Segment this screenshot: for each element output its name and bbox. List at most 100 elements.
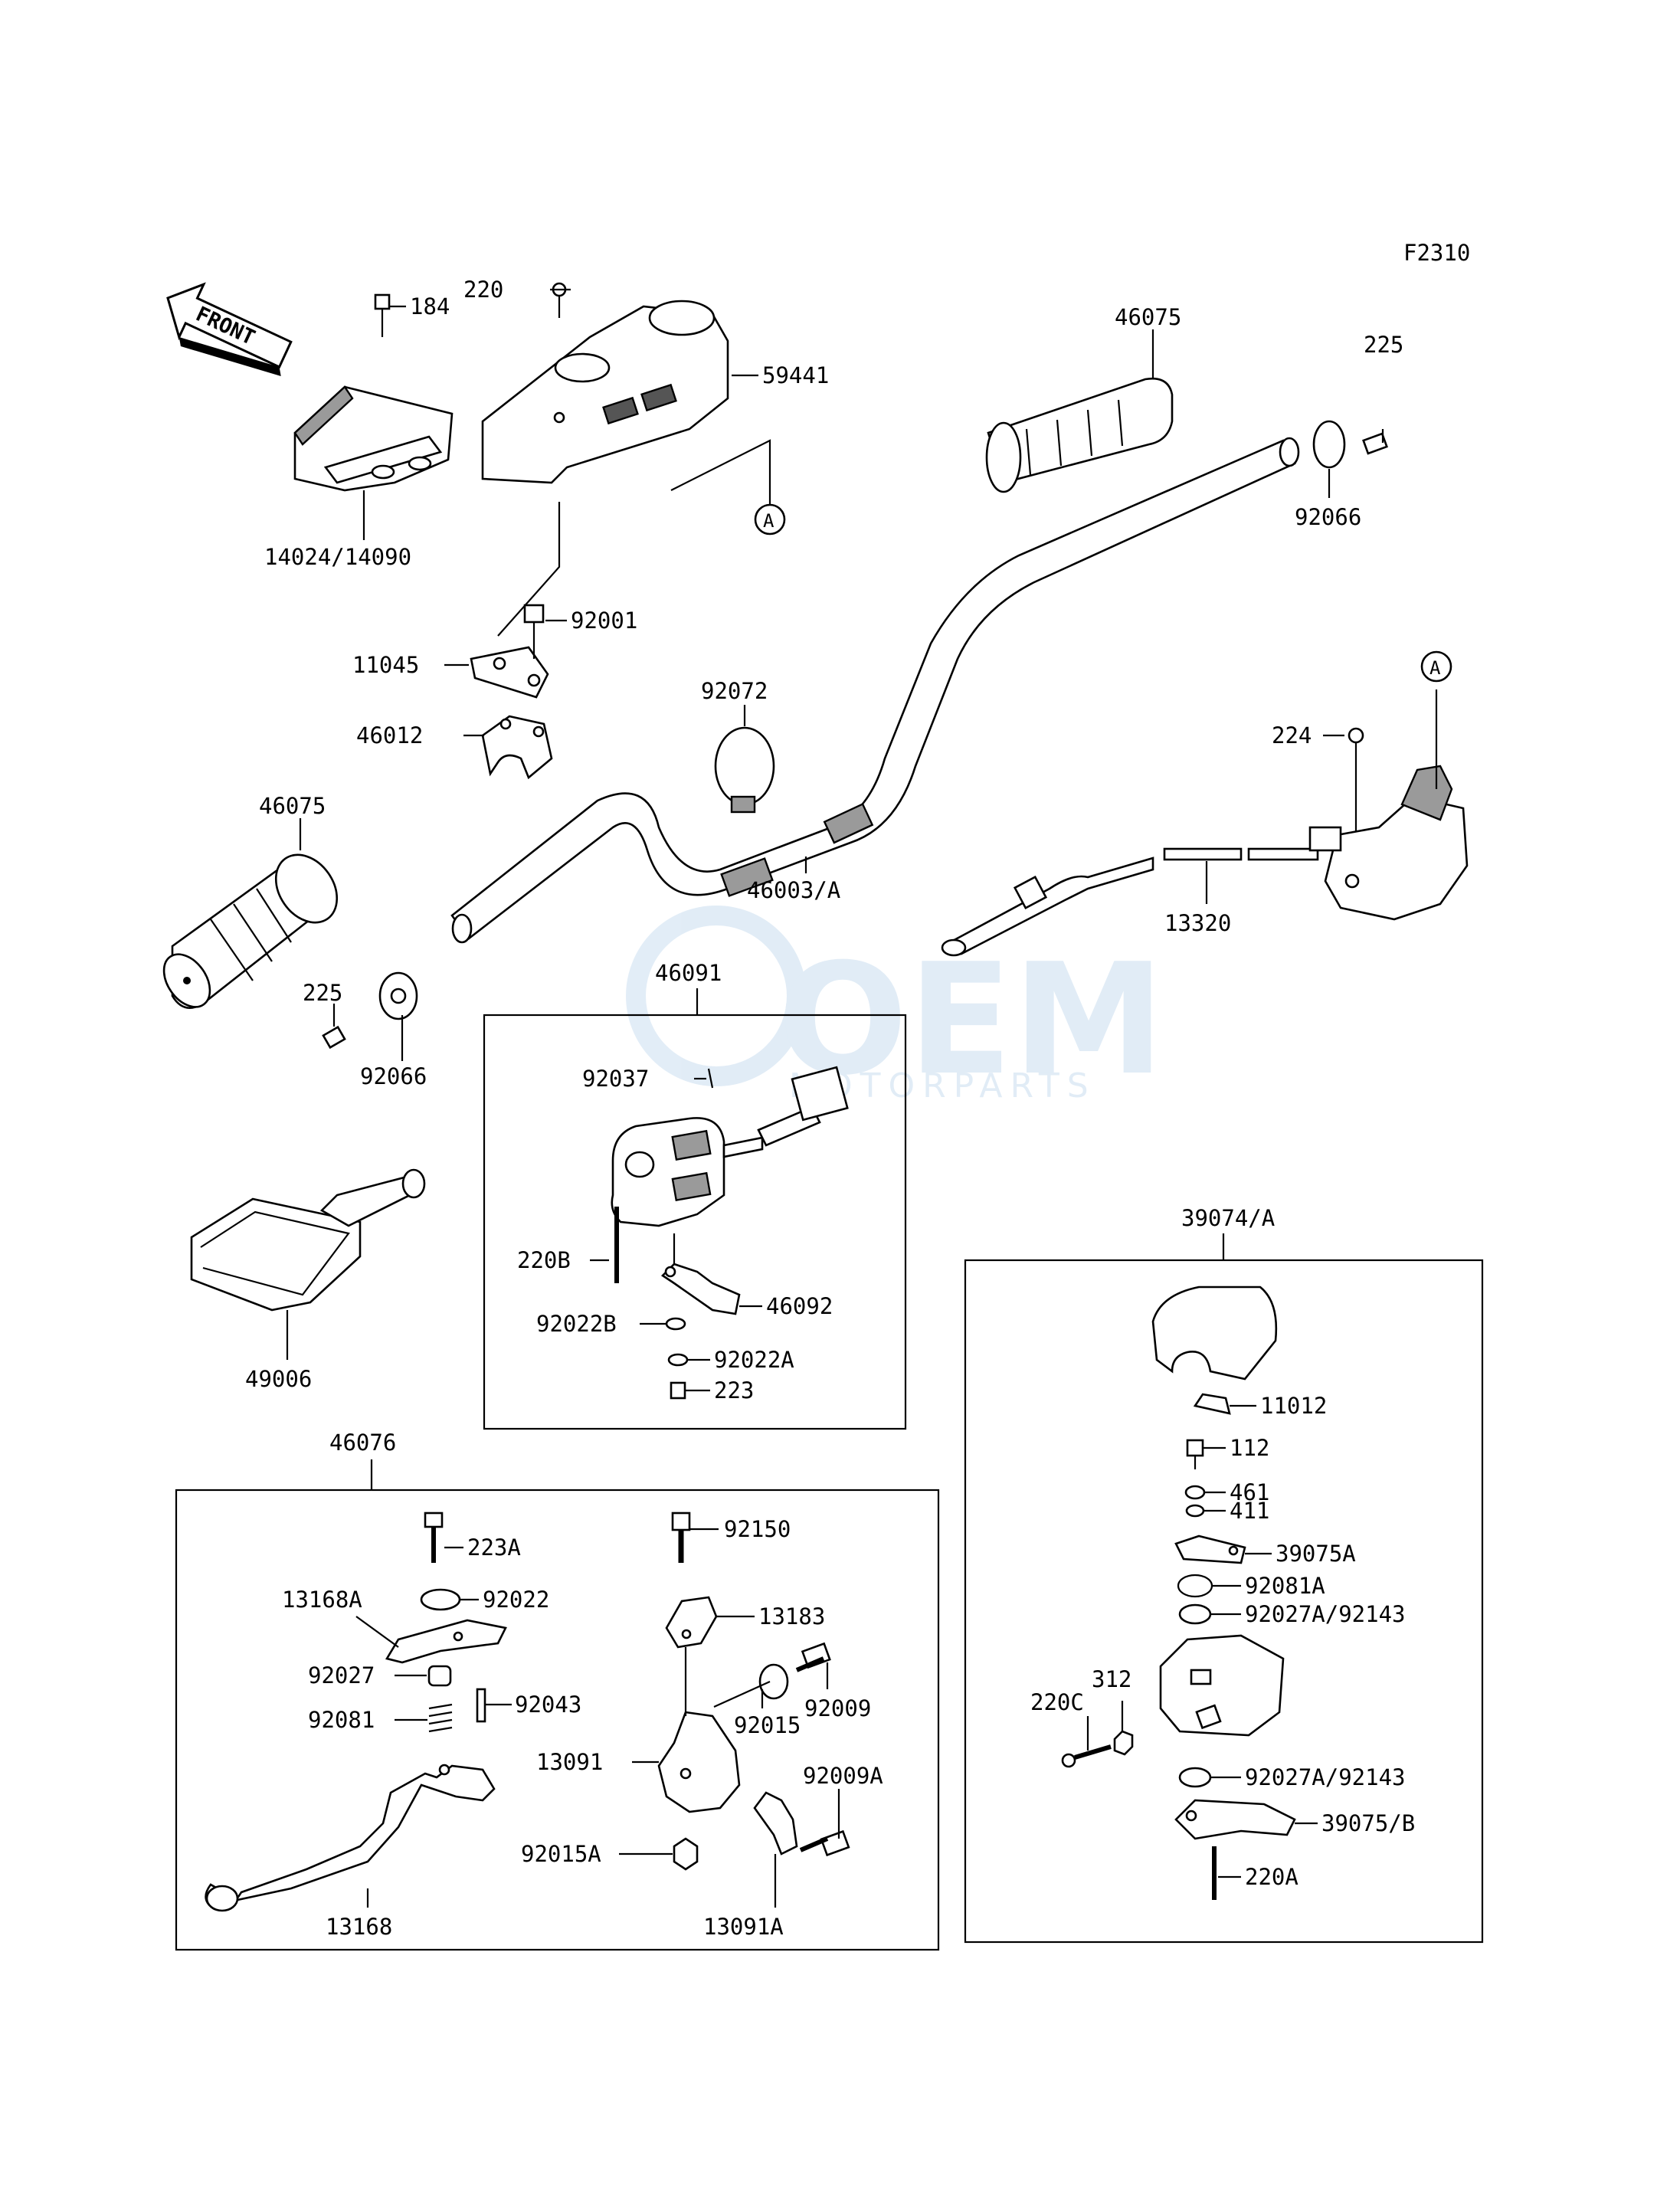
- label-11012: 11012: [1260, 1393, 1327, 1419]
- label-13183: 13183: [758, 1603, 825, 1629]
- label-39074: 39074/A: [1181, 1205, 1275, 1231]
- plate-39075A: [1174, 1534, 1246, 1564]
- label-92009A: 92009A: [803, 1763, 883, 1789]
- bolt-92009A: [799, 1829, 850, 1857]
- label-92072: 92072: [701, 678, 768, 704]
- label-92022: 92022: [483, 1587, 549, 1613]
- cover-39074: [1151, 1286, 1278, 1381]
- ref-line-a: [670, 439, 771, 519]
- label-92150: 92150: [724, 1516, 791, 1542]
- label-92027: 92027: [308, 1662, 375, 1688]
- bolt-184: [374, 293, 391, 337]
- handguard-49006: [190, 1168, 426, 1312]
- housing-39074: [1159, 1634, 1285, 1737]
- leader-lines: [286, 288, 1438, 1908]
- label-92001: 92001: [571, 608, 637, 634]
- label-411: 411: [1230, 1498, 1269, 1524]
- label-46076: 46076: [329, 1430, 396, 1456]
- nut-312: [1113, 1730, 1134, 1756]
- label-13168: 13168: [326, 1914, 392, 1940]
- label-225-right: 225: [1364, 332, 1403, 358]
- clip-11012: [1193, 1393, 1231, 1415]
- washer-461: [1184, 1485, 1206, 1500]
- ref-marker-a-top: A: [754, 503, 786, 536]
- endcap-92066-right: [1312, 420, 1346, 469]
- label-92022B: 92022B: [536, 1311, 617, 1337]
- label-59441: 59441: [762, 362, 829, 388]
- nut-92015A: [673, 1837, 699, 1871]
- label-461: 461: [1230, 1479, 1269, 1505]
- label-220: 220: [463, 277, 503, 303]
- label-46075-right: 46075: [1115, 304, 1181, 330]
- label-184: 184: [410, 293, 450, 319]
- label-46003: 46003/A: [747, 877, 840, 903]
- label-92081: 92081: [308, 1707, 375, 1733]
- label-92027A-2: 92027A/92143: [1245, 1764, 1406, 1790]
- label-92015: 92015: [734, 1712, 801, 1738]
- label-92015A: 92015A: [521, 1841, 601, 1867]
- screw-220: [552, 282, 567, 318]
- label-220A: 220A: [1245, 1864, 1298, 1890]
- label-92066-left: 92066: [360, 1063, 427, 1089]
- label-46012: 46012: [356, 722, 423, 748]
- front-arrow-icon: FRONT: [166, 282, 293, 376]
- label-220B: 220B: [517, 1247, 571, 1273]
- washer-411: [1185, 1504, 1205, 1518]
- endcap-92066-left: [378, 971, 418, 1020]
- adjuster-92015: [758, 1663, 789, 1700]
- screw-224: [1348, 727, 1364, 766]
- washer-92022B: [665, 1317, 686, 1331]
- clamp-11045: [470, 646, 549, 699]
- throttle-cable-13320: [941, 847, 1319, 957]
- label-92009: 92009: [804, 1695, 871, 1721]
- label-92066-right: 92066: [1295, 504, 1361, 530]
- label-92027A-1: 92027A/92143: [1245, 1601, 1406, 1627]
- pin-92037: [707, 1068, 714, 1089]
- collar-92027: [427, 1665, 452, 1687]
- bolt-92150: [671, 1512, 691, 1563]
- label-220C: 220C: [1030, 1689, 1084, 1715]
- nut-223: [670, 1381, 686, 1400]
- washer-92027A-2: [1178, 1767, 1212, 1788]
- label-112: 112: [1230, 1435, 1269, 1461]
- spring-92081A: [1177, 1574, 1213, 1598]
- bolt-92009: [795, 1642, 831, 1672]
- washer-92027A-1: [1178, 1603, 1212, 1625]
- svg-text:A: A: [1429, 657, 1441, 679]
- screw-225-left: [322, 1025, 346, 1050]
- screw-220C: [1061, 1744, 1112, 1768]
- bracket-13168A: [385, 1619, 507, 1664]
- label-223A: 223A: [467, 1534, 521, 1561]
- holder-46012: [481, 715, 553, 780]
- box-46091: [483, 1014, 907, 1430]
- ref-line-b: [497, 502, 561, 637]
- label-224: 224: [1272, 722, 1312, 748]
- label-14024: 14024/14090: [264, 544, 411, 570]
- figure-code: F2310: [1403, 240, 1470, 266]
- label-13091A: 13091A: [703, 1914, 784, 1940]
- label-39075B: 39075/B: [1321, 1810, 1415, 1836]
- clamp-13091A: [753, 1791, 798, 1855]
- label-46092: 46092: [766, 1293, 833, 1319]
- handlebar-46003: [450, 437, 1300, 944]
- grip-46075-right: [985, 377, 1174, 493]
- label-13091: 13091: [536, 1749, 603, 1775]
- washer-92022: [420, 1588, 461, 1611]
- label-49006: 49006: [245, 1366, 312, 1392]
- ref-marker-a-right: A: [1420, 650, 1452, 683]
- label-39075A: 39075A: [1276, 1541, 1356, 1567]
- label-92022A: 92022A: [714, 1347, 794, 1373]
- screw-225-right: [1362, 432, 1388, 455]
- screw-223A: [424, 1512, 444, 1563]
- label-13168A: 13168A: [282, 1587, 362, 1613]
- watermark: OEM MOTORPARTS: [626, 906, 1165, 1109]
- lever-39075B: [1174, 1799, 1296, 1840]
- label-92081A: 92081A: [1245, 1573, 1325, 1599]
- pin-92043: [476, 1688, 486, 1723]
- spring-92081: [428, 1703, 453, 1733]
- label-223: 223: [714, 1377, 754, 1403]
- grip-46075-left: [162, 853, 339, 1009]
- bracket-13183: [665, 1596, 718, 1649]
